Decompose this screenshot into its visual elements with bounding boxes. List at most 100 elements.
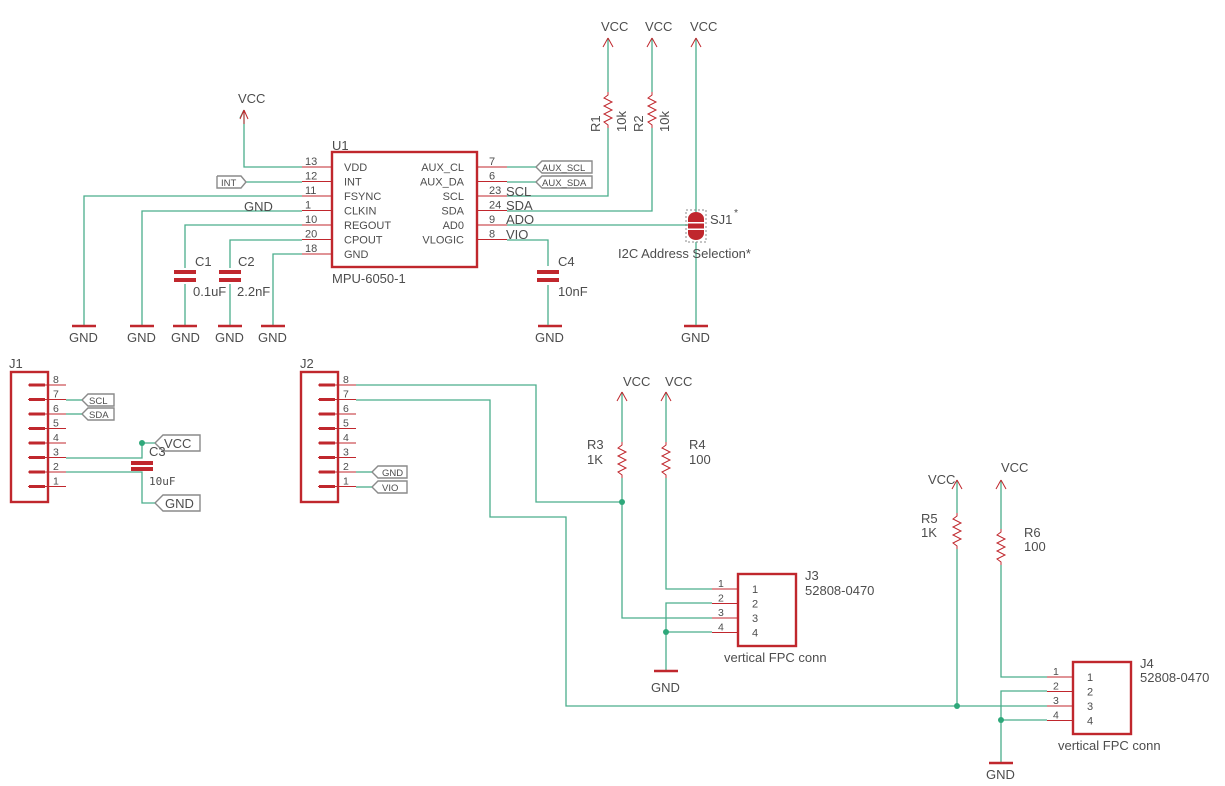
sj1-note: I2C Address Selection* [618,246,751,261]
j1-scl-label: SCL [89,396,107,407]
u1-pin-name: CPOUT [344,235,383,247]
vcc-arrow [239,109,245,120]
u1-pin-number: 10 [305,214,317,226]
gnd-2: GND [127,330,156,345]
resistor-r5[interactable]: R5 1K [921,511,963,549]
j4-desc: vertical FPC conn [1058,738,1161,753]
capacitor-c1[interactable]: C1 0.1uF [174,254,226,299]
j1-sda-port [81,407,115,421]
u1-pin-name: SCL [443,191,464,203]
j3-wiring: VCC VCC GND [616,374,712,695]
r2-value: 10k [657,111,672,132]
r6-value: 100 [1024,539,1046,554]
j1-pin-pad [29,456,45,459]
u1-pin-number: 24 [489,200,501,212]
gnd-5: GND [258,330,287,345]
j1-pin-number: 7 [53,389,59,401]
u1-pin-number: 6 [489,171,495,183]
sj1-star: * [734,207,738,219]
j2-pin-number: 7 [343,389,349,401]
aux-scl-label: AUX_SCL [542,163,585,174]
j3-desc: vertical FPC conn [724,650,827,665]
r1-ref: R1 [588,115,603,132]
capacitor-c4[interactable]: C4 10nF [537,254,588,299]
u1-pin-name: VLOGIC [422,235,464,247]
u1-right-wiring: AUX_SCL AUX_SDA SCL SDA ADO VIO [506,38,697,325]
j4-pin-name: 1 [1087,672,1093,684]
j4-value: 52808-0470 [1140,670,1209,685]
j4-ref: J4 [1140,656,1154,671]
u1-pin-number: 20 [305,229,317,241]
j2-pin-pad [319,456,335,459]
r3-value: 1K [587,452,603,467]
c3-value: 10uF [149,475,176,488]
r1-value: 10k [614,111,629,132]
c1-ref: C1 [195,254,212,269]
vcc-sj1: VCC [690,19,717,34]
u1-value: MPU-6050-1 [332,271,406,286]
aux-scl-port [535,160,593,174]
u1-pin-number: 1 [305,200,311,212]
resistor-r4[interactable]: R4 100 [660,437,711,478]
j2-pin-pad [319,470,335,474]
sj1-ref: SJ1 [710,212,732,227]
j1-pin-number: 1 [53,476,59,488]
resistor-r6[interactable]: R6 100 [995,525,1046,565]
gnd-1: GND [69,330,98,345]
j2-gnd-label: GND [382,468,403,479]
j2-vio-port [371,480,408,494]
j1-pin-number: 3 [53,447,59,459]
j4-pin-name: 2 [1087,687,1093,699]
int-label: INT [221,178,237,189]
u1-pin-number: 18 [305,243,317,255]
j1-pin-pad [29,441,45,445]
vcc-r4: VCC [665,374,692,389]
capacitor-c3[interactable]: C3 10uF [131,444,176,488]
j1-pin-number: 2 [53,461,59,473]
capacitor-c2[interactable]: C2 2.2nF [219,254,270,299]
gnd-j4: GND [986,767,1015,782]
j1-ref: J1 [9,356,23,371]
j1-scl-port [81,393,115,407]
j1-sda-label: SDA [89,410,109,421]
c4-ref: C4 [558,254,575,269]
j1-pin-pad [29,412,45,416]
u1-pin-name: REGOUT [344,220,391,232]
u1-pin-name: GND [344,249,369,261]
j1-pin-pad [29,383,45,387]
resistor-r3[interactable]: R3 1K [587,437,628,478]
gnd-symbols-u1: GND GND GND GND GND GND GND [69,324,710,345]
gnd-clkin-label: GND [244,199,273,214]
solder-jumper-sj1[interactable]: SJ1 * I2C Address Selection* [618,207,751,261]
c2-ref: C2 [238,254,255,269]
sda-label: SDA [506,198,533,213]
j2-pin-pad [319,427,335,430]
u1-pin-name: SDA [441,206,464,218]
j2-pin-pad [319,383,335,387]
vcc-top-symbols: VCC VCC VCC [601,19,717,48]
resistor-r1[interactable]: R1 10k [588,92,629,132]
ado-label: ADO [506,212,534,227]
j2-pin-number: 1 [343,476,349,488]
u1-pin-number: 23 [489,185,501,197]
u1-pin-number: 13 [305,156,317,168]
c2-value: 2.2nF [237,284,270,299]
r3-ref: R3 [587,437,604,452]
resistor-r2[interactable]: R2 10k [631,92,672,132]
u1-left-wiring: VCC INT GND [83,91,302,325]
vcc-r2: VCC [645,19,672,34]
j2-pin-number: 6 [343,403,349,415]
j2-gnd-port [371,465,408,479]
u1-pin-number: 11 [305,185,316,197]
j1-pin-pad [29,470,45,474]
